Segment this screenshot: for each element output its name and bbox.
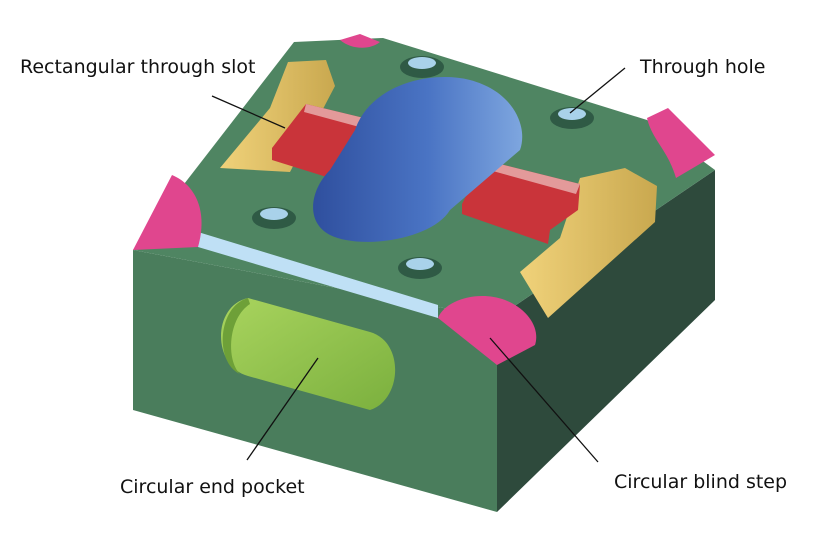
blind-step-right-back bbox=[647, 108, 715, 178]
through-hole-1 bbox=[400, 56, 444, 78]
through-hole-4 bbox=[398, 257, 442, 279]
leader-through-hole bbox=[569, 67, 626, 114]
slot-wall-right bbox=[520, 168, 657, 318]
label-circular-blind-step: Circular blind step bbox=[614, 471, 788, 493]
slot-red-wall-front-top bbox=[482, 160, 580, 194]
leader-blind-step bbox=[489, 337, 599, 463]
center-slot-pocket bbox=[313, 77, 523, 242]
leader-rect-slot bbox=[211, 95, 286, 129]
blind-step-back-left bbox=[340, 34, 380, 48]
blind-step-left bbox=[133, 175, 202, 250]
slot-wall-left bbox=[220, 60, 335, 172]
circular-end-pocket-wall bbox=[222, 298, 250, 374]
leader-pocket bbox=[246, 357, 319, 461]
label-circular-end-pocket: Circular end pocket bbox=[120, 476, 305, 498]
through-hole-3 bbox=[252, 207, 296, 229]
block-right-face bbox=[497, 170, 715, 512]
front-edge-highlight bbox=[198, 232, 438, 318]
circular-end-pocket bbox=[221, 298, 396, 410]
label-through-hole: Through hole bbox=[640, 56, 766, 78]
through-hole-2 bbox=[550, 107, 594, 129]
blind-step-front bbox=[438, 296, 537, 365]
label-rectangular-through-slot: Rectangular through slot bbox=[20, 56, 256, 78]
